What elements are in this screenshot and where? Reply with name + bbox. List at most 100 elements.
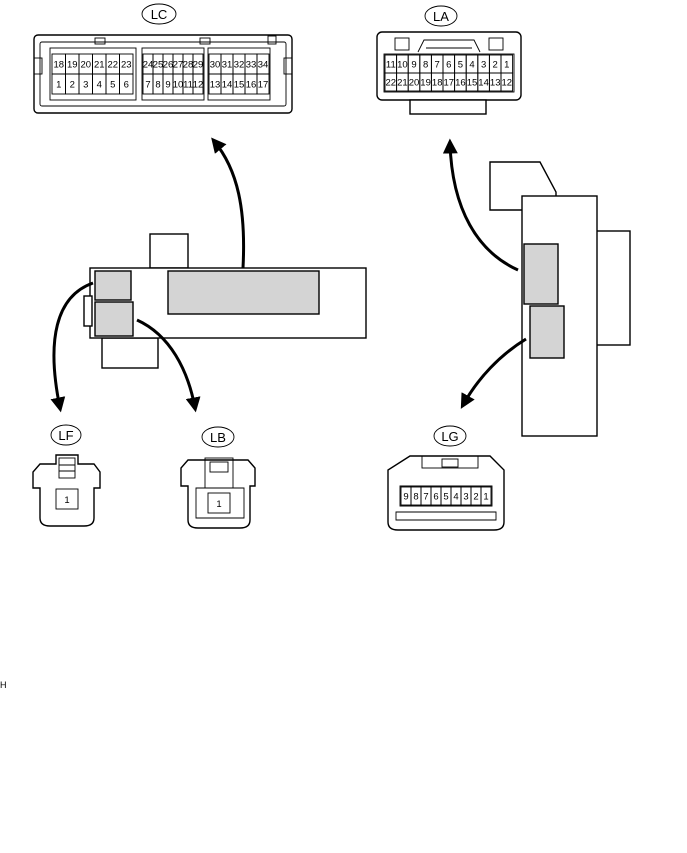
connector-lc-pin-6-cell bbox=[119, 73, 134, 95]
connector-la-pin-11: 11 bbox=[386, 60, 396, 71]
connector-lf-lock bbox=[58, 457, 76, 479]
connector-lc-pin-34: 34 bbox=[258, 60, 269, 71]
arrow-to-lg bbox=[460, 337, 527, 409]
connector-la-pin-13: 13 bbox=[490, 78, 501, 89]
connector-lb-pin-frame bbox=[195, 487, 245, 519]
connector-lc-key-3 bbox=[267, 35, 277, 45]
connector-lc-pin-9: 9 bbox=[165, 80, 170, 91]
connector-lc-pin-12-cell bbox=[192, 73, 204, 95]
connector-lc-pin-8: 8 bbox=[155, 80, 160, 91]
connector-la-pin-1: 1 bbox=[504, 60, 509, 71]
connector-la-pin-8: 8 bbox=[423, 60, 428, 71]
arrow-to-lc bbox=[211, 137, 246, 269]
connector-lg-label: LG bbox=[441, 429, 458, 444]
connector-la-key-right bbox=[488, 37, 504, 51]
connector-la-tag bbox=[424, 5, 458, 27]
connector-lb-lock-inner bbox=[209, 461, 229, 473]
connector-lc-pin-14: 14 bbox=[222, 80, 233, 91]
connector-lg-tag bbox=[433, 425, 467, 447]
connector-lg-pin-1-cell bbox=[480, 486, 492, 506]
left-assembly bbox=[83, 233, 367, 369]
connector-la-pin-5: 5 bbox=[458, 60, 463, 71]
connector-lc-latch-left bbox=[33, 57, 43, 75]
connector-la-pin-7: 7 bbox=[435, 60, 440, 71]
connector-lc-pin-17-cell bbox=[256, 73, 270, 95]
left-assembly-bracket-top bbox=[149, 233, 189, 269]
connector-lc-pin-1: 1 bbox=[56, 80, 61, 91]
connector-lb-housing bbox=[180, 459, 256, 529]
right-assembly-connector-lg-socket bbox=[529, 305, 565, 359]
connector-la-pin-14: 14 bbox=[478, 78, 489, 89]
connector-la-pin-6: 6 bbox=[446, 60, 451, 71]
connector-lc-pin-7: 7 bbox=[145, 80, 150, 91]
connector-la-pin-frame bbox=[383, 53, 515, 93]
arrow-to-la bbox=[442, 138, 519, 272]
connector-lf-housing bbox=[32, 454, 101, 527]
connector-lg-pin-1: 1 bbox=[483, 492, 488, 503]
connector-lb: LB 1 bbox=[180, 426, 256, 529]
connector-lc-pin-32: 32 bbox=[234, 60, 245, 71]
connector-lg-pin-2: 2 bbox=[473, 492, 478, 503]
connector-la-pin-12: 12 bbox=[502, 78, 513, 89]
left-assembly-bracket-bottom bbox=[101, 337, 159, 369]
footer-mark: H bbox=[0, 680, 7, 690]
connector-lc-block-1 bbox=[49, 47, 137, 101]
connector-lc-pin-2: 2 bbox=[70, 80, 75, 91]
connector-la-pin-2: 2 bbox=[493, 60, 498, 71]
connector-lc-pin-22: 22 bbox=[107, 60, 118, 71]
connector-lc-block-3 bbox=[207, 47, 271, 101]
connector-lc-pin-21: 21 bbox=[94, 60, 105, 71]
right-assembly-side-plate bbox=[595, 230, 631, 346]
connector-lg-housing bbox=[387, 455, 505, 531]
connector-lc-pin-33: 33 bbox=[246, 60, 257, 71]
connector-la-key-left bbox=[394, 37, 410, 51]
connector-lc-pin-24: 24 bbox=[143, 60, 154, 71]
connector-lf-lock-ribs bbox=[59, 464, 75, 472]
connector-lc-pin-31: 31 bbox=[222, 60, 233, 71]
connector-lc-pin-11: 11 bbox=[183, 80, 193, 91]
connector-lf-pin-1: 1 bbox=[64, 495, 69, 506]
connector-lc-pin-29: 29 bbox=[193, 60, 204, 71]
left-assembly-connector-lc-socket bbox=[167, 270, 320, 315]
connector-lc-pin-30: 30 bbox=[210, 60, 221, 71]
connector-lg-pin-3: 3 bbox=[463, 492, 468, 503]
connector-lg-pin-frame bbox=[399, 485, 493, 507]
connector-lf-tag bbox=[50, 424, 82, 446]
arrow-to-lb bbox=[136, 318, 201, 413]
connector-la-pin-17: 17 bbox=[444, 78, 455, 89]
connector-la-pin-22: 22 bbox=[386, 78, 397, 89]
connector-lb-pin-1-cell bbox=[207, 492, 231, 514]
connector-la-pin-9: 9 bbox=[411, 60, 416, 71]
left-assembly-connector-lf-socket bbox=[94, 270, 132, 301]
right-assembly bbox=[489, 161, 631, 437]
connector-lc-pin-25: 25 bbox=[153, 60, 164, 71]
left-assembly-side-tab bbox=[83, 295, 93, 327]
connector-lc-latch-right bbox=[283, 57, 293, 75]
left-assembly-connector-lb-socket bbox=[94, 301, 134, 337]
connector-lg-base-rail bbox=[395, 511, 497, 521]
connector-lb-tag bbox=[201, 426, 235, 448]
connector-lb-label: LB bbox=[210, 430, 226, 445]
connector-lc-pin-6: 6 bbox=[124, 80, 129, 91]
connector-la-pin-19: 19 bbox=[420, 78, 431, 89]
connector-la-label: LA bbox=[433, 9, 449, 24]
connector-la-pin-15: 15 bbox=[467, 78, 478, 89]
connector-lc-pin-23: 23 bbox=[121, 60, 132, 71]
connector-lc-pin-19: 19 bbox=[67, 60, 78, 71]
connector-lg-lock bbox=[421, 455, 479, 469]
connector-lc-pin-17: 17 bbox=[258, 80, 269, 91]
connector-lc-block-2 bbox=[141, 47, 205, 101]
connector-lg-pin-5: 5 bbox=[443, 492, 448, 503]
connector-lc-pin-26: 26 bbox=[163, 60, 174, 71]
connector-la-lock bbox=[417, 39, 481, 53]
connector-la-pin-10: 10 bbox=[397, 60, 408, 71]
connector-lg-lock-inner bbox=[441, 458, 459, 468]
connector-lc-pin-12: 12 bbox=[193, 80, 204, 91]
connector-lc-pin-20: 20 bbox=[80, 60, 91, 71]
